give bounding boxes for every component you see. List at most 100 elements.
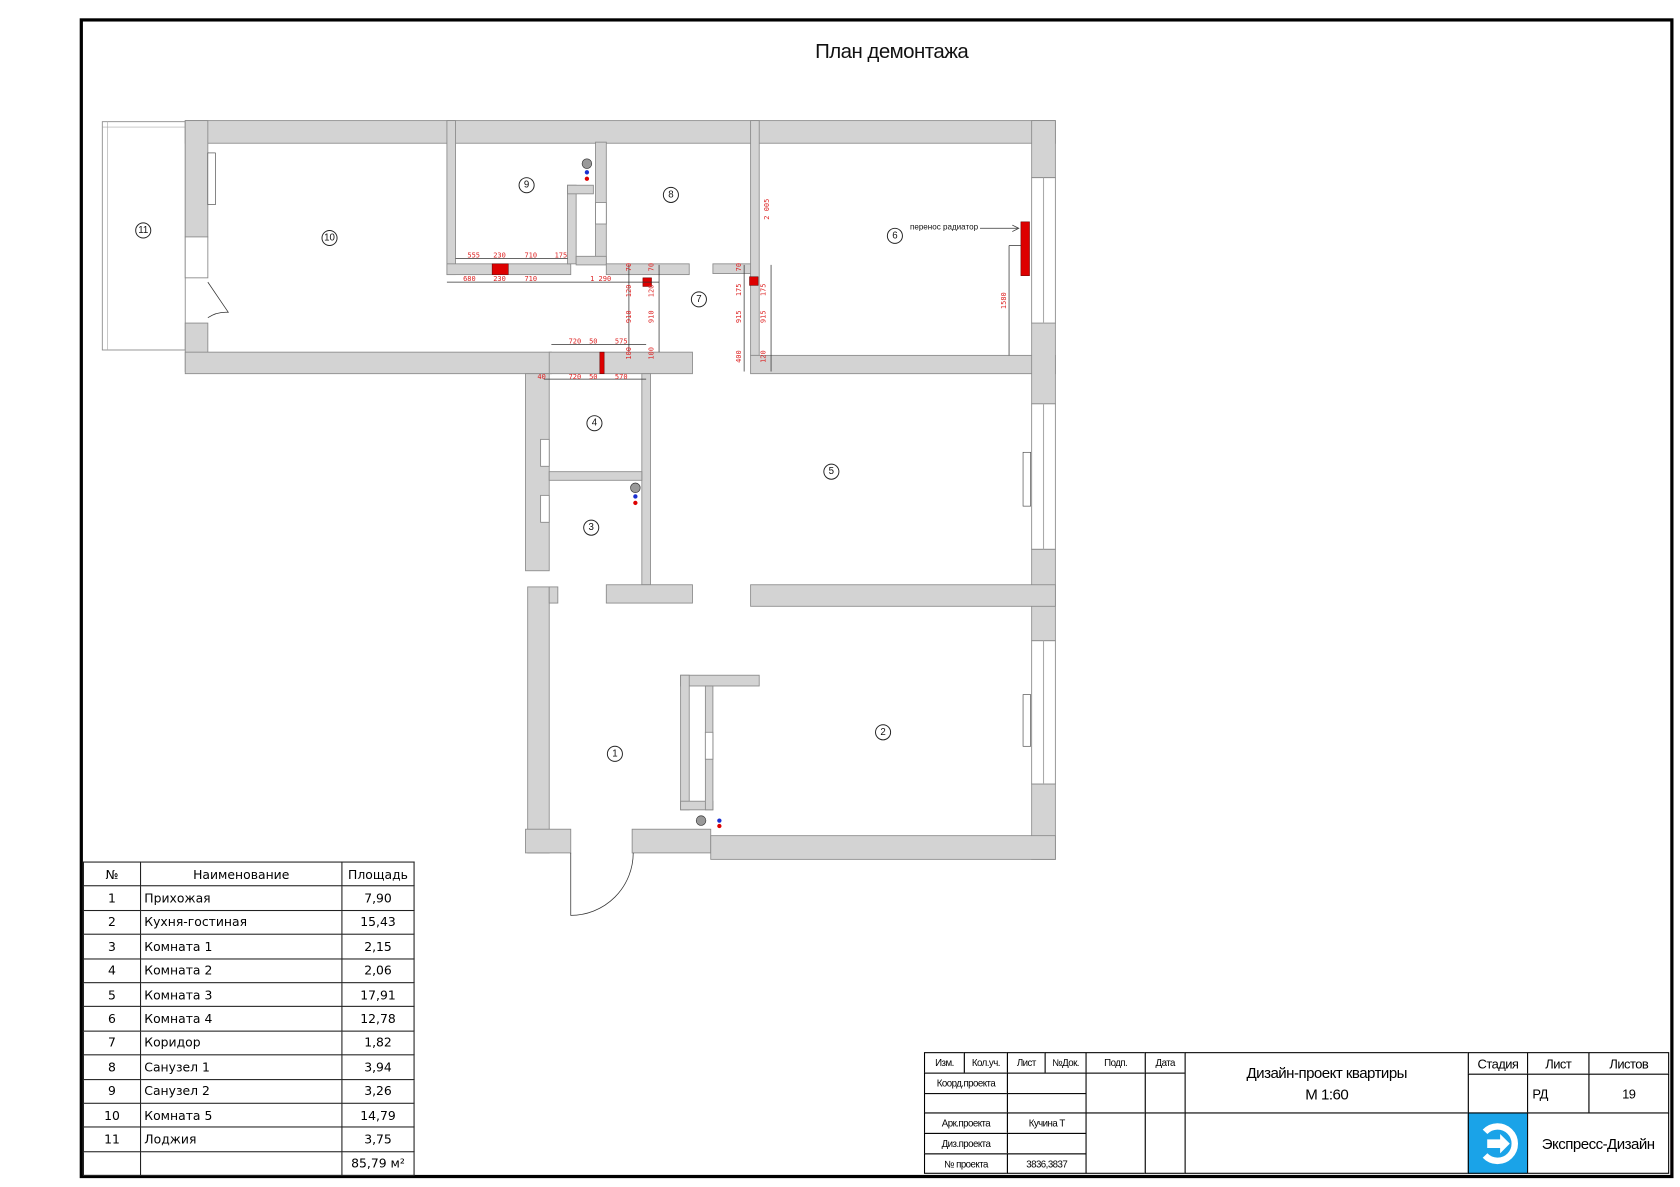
room-area-cell: 17,91 (341, 982, 415, 1008)
dimension-label: 120 (648, 285, 656, 298)
table-header: № Наименование Площадь (82, 861, 415, 887)
dimension-label: 555 (467, 251, 480, 259)
dimension-label: 100 (625, 347, 633, 360)
dimension-lines (446, 224, 1021, 380)
dimension-label: 70 (735, 263, 743, 271)
dimension-label: 710 (524, 275, 537, 283)
sheet-value: РД (1527, 1073, 1590, 1114)
drawing-title: План демонтажа (815, 40, 969, 64)
dimension-label: 710 (524, 251, 537, 259)
room-number-cell: 8 (82, 1054, 142, 1080)
room-area-cell: 3,94 (341, 1054, 415, 1080)
room-name-cell: Коридор (139, 1030, 343, 1056)
dimension-label: 230 (493, 251, 506, 259)
dimension-label: 175 (760, 284, 768, 297)
entrance-door-icon (570, 852, 634, 916)
room-number: 3 (589, 522, 594, 533)
dimension-label: 70 (625, 263, 633, 271)
room-area-cell: 12,78 (341, 1006, 415, 1032)
loggia-door-icon (207, 281, 230, 318)
room-number: 9 (524, 180, 529, 191)
project-number-label: № проекта (923, 1153, 1008, 1174)
room-name-cell: Санузел 1 (139, 1054, 343, 1080)
dimension-label: 70 (648, 263, 656, 271)
dimension-label: 910 (625, 310, 633, 323)
dimension-label: 720 (569, 373, 582, 381)
ark-value: Кучина Т (1006, 1112, 1087, 1134)
riser-icons (581, 158, 722, 829)
room-number-cell: 3 (82, 933, 142, 960)
project-title: Дизайн-проект квартиры (1246, 1063, 1408, 1081)
room-number-cell: 11 (82, 1126, 142, 1152)
dimension-label: 1 290 (590, 275, 611, 283)
room-number-cell: 5 (82, 982, 142, 1008)
room-number: 8 (668, 189, 673, 200)
col-izm: Изм. (923, 1052, 965, 1074)
room-name-cell: Прихожая (139, 885, 343, 911)
room-name-cell: Комната 5 (139, 1102, 343, 1128)
room-area-cell: 1,82 (341, 1030, 415, 1056)
dimension-label: 100 (648, 347, 656, 360)
col-kol-uch: Кол.уч. (963, 1052, 1008, 1074)
room-name-cell: Комната 3 (139, 982, 343, 1008)
company-logo-icon (1467, 1112, 1529, 1174)
room-name-cell: Лоджия (139, 1126, 343, 1152)
dimension-label: 720 (569, 338, 582, 346)
col-data: Дата (1144, 1052, 1186, 1074)
room-number-cell: 7 (82, 1030, 142, 1056)
room-number-cell: 10 (82, 1102, 142, 1128)
walls (184, 120, 1056, 860)
dimension-label: 2 005 (763, 199, 771, 220)
dimension-label: 50 (589, 338, 597, 346)
dimension-label: 175 (555, 251, 568, 259)
dimension-label: 230 (493, 275, 506, 283)
dimension-label: 1580 (1000, 292, 1008, 309)
room-number-cell: 2 (82, 909, 142, 935)
room-area-cell: 3,75 (341, 1126, 415, 1152)
room-markers: 1 2 3 4 5 6 7 8 9 10 11 (135, 177, 903, 762)
room-number-cell: 4 (82, 957, 142, 984)
project-number-value: 3836,3837 (1006, 1153, 1087, 1174)
col-list: Лист (1006, 1052, 1046, 1074)
sheets-value: 19 (1588, 1073, 1670, 1114)
room-number-cell: 1 (82, 885, 142, 911)
windows (184, 177, 1056, 785)
room-number-cell: 9 (82, 1078, 142, 1104)
dimension-label: 120 (760, 350, 768, 363)
radiator-relocation-note: перенос радиатор (910, 222, 979, 231)
dimension-label: 680 (463, 275, 476, 283)
table-total-row: 85,79 м² (82, 1150, 415, 1177)
col-podp: Подп. (1085, 1052, 1146, 1074)
room-number: 10 (324, 232, 335, 243)
room-area-cell: 3,26 (341, 1078, 415, 1104)
room-name-cell: Комната 4 (139, 1006, 343, 1032)
drawing-frame (79, 18, 1674, 1179)
room-area-cell: 2,06 (341, 957, 415, 984)
diz-label: Диз.проекта (923, 1132, 1008, 1155)
radiator-icons (207, 152, 1031, 747)
room-number: 11 (138, 225, 148, 236)
room-area-cell: 7,90 (341, 885, 415, 911)
room-number: 1 (612, 748, 617, 759)
room-name-cell: Санузел 2 (139, 1078, 343, 1104)
room-number: 4 (592, 418, 598, 429)
dimension-label: 915 (735, 310, 743, 323)
dimension-label: 50 (589, 373, 597, 381)
dimension-label: 400 (735, 350, 743, 363)
ark-label: Арк.проекта (923, 1112, 1008, 1134)
dimension-label: 120 (625, 285, 633, 298)
header-area: Площадь (341, 861, 415, 887)
room-area-cell: 2,15 (341, 933, 415, 960)
